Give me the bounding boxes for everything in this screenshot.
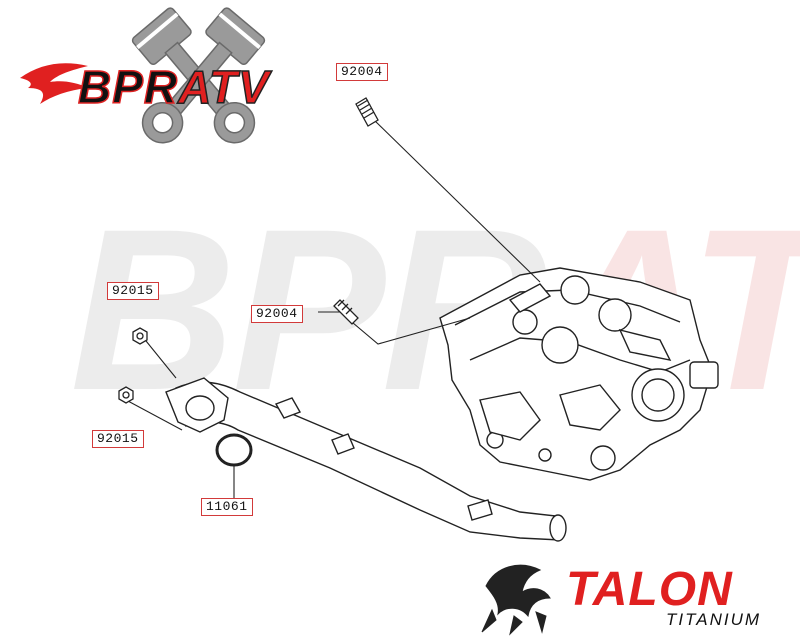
part-label-11061: 11061: [201, 498, 253, 516]
crossed-pistons-icon: [131, 7, 266, 144]
nut-icon: [118, 327, 148, 404]
cylinder-head: [439, 267, 719, 481]
stud-bolt-icon: [333, 97, 379, 325]
leader-lines: [125, 117, 541, 498]
exhaust-pipe: [165, 377, 567, 542]
part-label-92015-upper: 92015: [107, 282, 159, 300]
part-label-92004-side: 92004: [251, 305, 303, 323]
brand-logo-bpr: BPR: [77, 61, 179, 113]
talon-logo-subtitle: TITANIUM: [666, 610, 762, 629]
part-label-92015-lower: 92015: [92, 430, 144, 448]
talon-logo-title: TALON: [566, 563, 733, 616]
brand-logo-atv: ATV: [177, 61, 270, 113]
claw-icon: [481, 564, 551, 636]
gasket-ring: [215, 433, 253, 467]
brand-logo: BPRATV: [77, 61, 270, 113]
part-label-92004-top: 92004: [336, 63, 388, 81]
flame-icon: [20, 63, 88, 104]
